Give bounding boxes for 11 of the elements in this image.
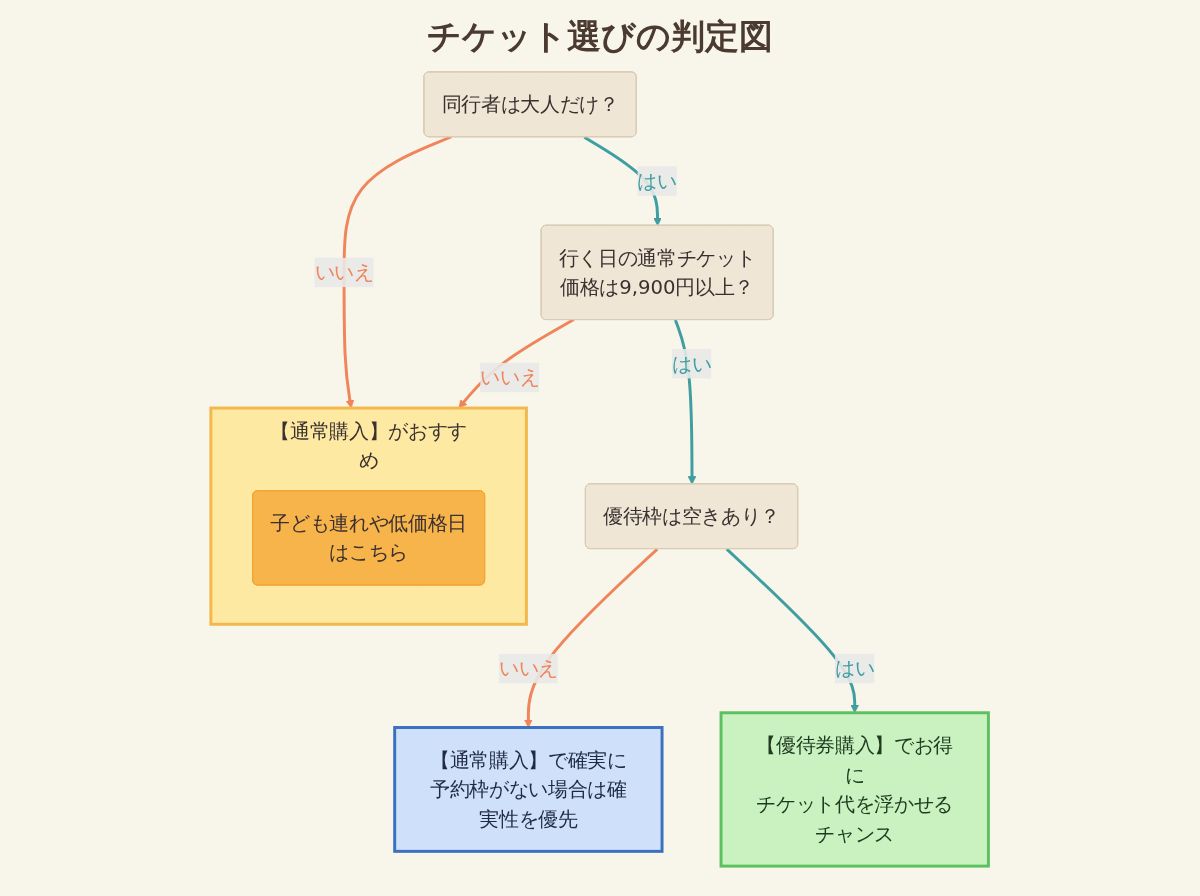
edge-label: はい [637, 169, 678, 193]
edge-label: いいえ [314, 260, 374, 285]
edge-label: はい [835, 656, 875, 681]
arrow [342, 135, 453, 409]
edge-label: いいえ [480, 365, 540, 390]
diagram-title: チケット選びの判定図 [426, 15, 774, 58]
node-box: 【優待券購入】でお得に チケット代を浮かせるチャンス [719, 711, 991, 868]
arrow [458, 318, 575, 409]
node-box: 【通常購入】で確実に 予約枠がない場合は確実性を優先 [393, 726, 664, 853]
edge-label: いいえ [499, 656, 559, 681]
edge-label: はい [672, 352, 712, 376]
